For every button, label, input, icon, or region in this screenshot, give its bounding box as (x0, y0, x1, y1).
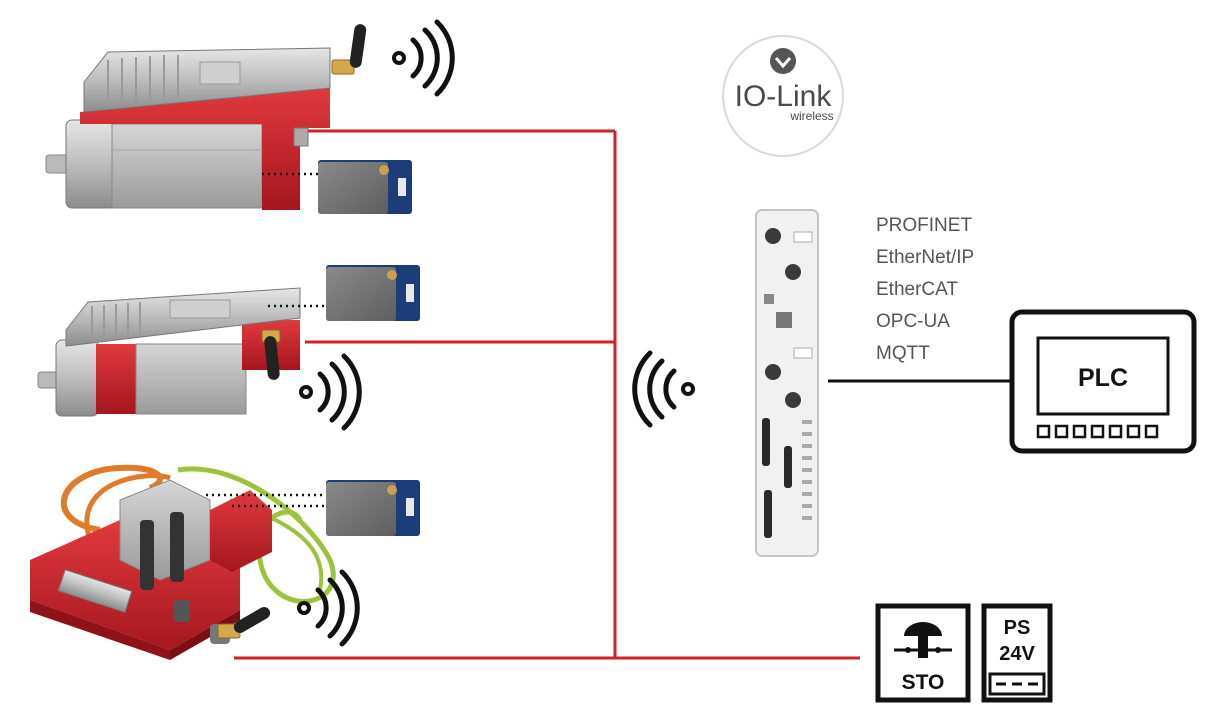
io-link-wireless-master-device (755, 209, 819, 557)
power-supply-device: PS 24V (981, 603, 1053, 703)
ps-label-line2: 24V (999, 643, 1035, 665)
wireless-signal-icon-3 (297, 569, 360, 647)
wireless-module-3 (326, 480, 420, 536)
protocol-item: MQTT (876, 343, 930, 364)
protocol-item: OPC-UA (876, 311, 950, 332)
sto-safety-device: STO (875, 603, 971, 703)
logo-sub: wireless (789, 109, 833, 123)
io-link-wireless-logo: IO-Link wireless (722, 35, 844, 157)
dotted-links (206, 172, 326, 508)
bus-lines (234, 129, 860, 660)
protocol-item: EtherCAT (876, 279, 959, 300)
linear-actuator-module (30, 464, 336, 660)
wireless-signal-icon-master (632, 350, 695, 428)
antenna-3 (217, 607, 271, 639)
servo-motor-1 (45, 24, 367, 210)
io-link-emblem-icon (770, 48, 796, 74)
wireless-signal-icon-2 (299, 353, 362, 431)
wireless-module-1 (318, 160, 412, 214)
protocol-list: PROFINET EtherNet/IP EtherCAT OPC-UA MQT… (876, 210, 974, 370)
antenna-1 (331, 24, 367, 75)
protocol-item: PROFINET (876, 215, 973, 236)
wireless-module-2 (326, 265, 420, 321)
sto-label: STO (902, 671, 945, 694)
antenna-2 (261, 329, 281, 380)
ps-label-line1: PS (1004, 617, 1031, 639)
wireless-signal-icon-1 (392, 19, 455, 97)
plc-buttons (1036, 424, 1159, 439)
plc-label: PLC (1078, 364, 1128, 392)
protocol-item: EtherNet/IP (876, 247, 975, 268)
servo-motor-2 (37, 287, 301, 417)
logo-brand: IO-Link (735, 80, 833, 113)
emergency-stop-icon (894, 622, 952, 658)
plc-device: PLC (1009, 309, 1197, 454)
